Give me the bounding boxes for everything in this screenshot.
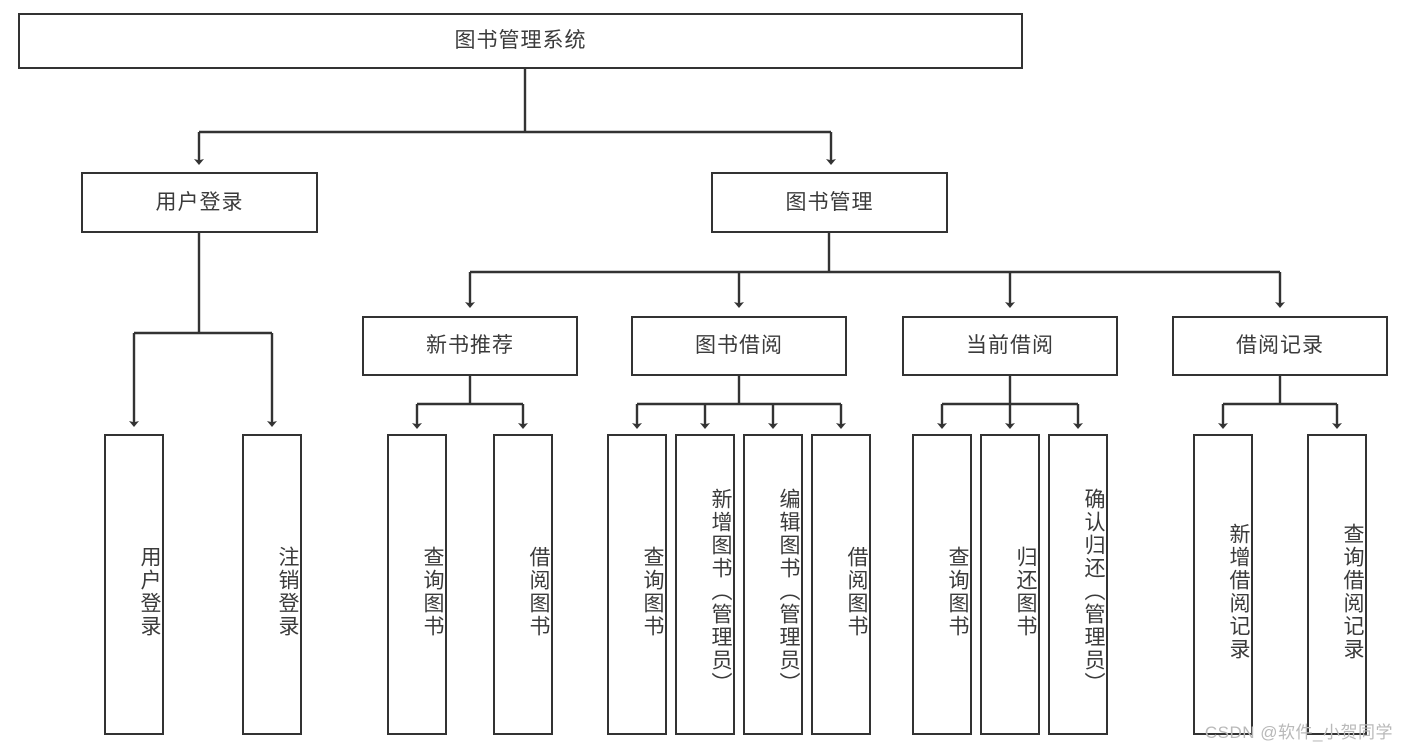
node-leaf-edit-book-admin[interactable]: 编辑图书（管理员） [743, 434, 803, 735]
node-leaf-query-book-current[interactable]: 查询图书 [912, 434, 972, 735]
node-label: 查询图书 [641, 545, 664, 638]
node-user-login[interactable]: 用户登录 [81, 172, 318, 233]
node-leaf-borrow-book[interactable]: 借阅图书 [811, 434, 871, 735]
node-label: 用户登录 [155, 190, 244, 214]
node-label: 借阅记录 [1236, 334, 1324, 358]
node-leaf-query-book-recommend[interactable]: 查询图书 [387, 434, 447, 735]
node-current-borrow[interactable]: 当前借阅 [902, 316, 1118, 376]
node-label: 当前借阅 [966, 334, 1054, 358]
node-root-book-management-system[interactable]: 图书管理系统 [18, 13, 1023, 69]
node-label: 借阅图书 [527, 545, 550, 638]
node-leaf-query-borrow-record[interactable]: 查询借阅记录 [1307, 434, 1367, 735]
node-label: 查询图书 [421, 545, 444, 638]
node-label: 查询图书 [946, 545, 969, 638]
node-label: 编辑图书（管理员） [777, 488, 800, 695]
node-leaf-user-login[interactable]: 用户登录 [104, 434, 164, 735]
node-leaf-add-borrow-record[interactable]: 新增借阅记录 [1193, 434, 1253, 735]
node-new-book-recommend[interactable]: 新书推荐 [362, 316, 578, 376]
node-leaf-confirm-return-admin[interactable]: 确认归还（管理员） [1048, 434, 1108, 735]
node-label: 新增借阅记录 [1227, 522, 1250, 661]
node-leaf-return-book[interactable]: 归还图书 [980, 434, 1040, 735]
node-label: 借阅图书 [845, 545, 868, 638]
node-label: 确认归还（管理员） [1082, 488, 1105, 695]
node-label: 图书管理系统 [454, 29, 587, 53]
node-borrow-record[interactable]: 借阅记录 [1172, 316, 1388, 376]
node-leaf-borrow-book-recommend[interactable]: 借阅图书 [493, 434, 553, 735]
node-label: 图书管理 [785, 190, 874, 214]
node-label: 归还图书 [1014, 545, 1037, 638]
node-label: 查询借阅记录 [1341, 522, 1364, 661]
node-label: 注销登录 [276, 545, 299, 638]
node-leaf-logout[interactable]: 注销登录 [242, 434, 302, 735]
node-leaf-query-book-borrow[interactable]: 查询图书 [607, 434, 667, 735]
node-label: 新增图书（管理员） [709, 488, 732, 695]
node-leaf-add-book-admin[interactable]: 新增图书（管理员） [675, 434, 735, 735]
node-label: 用户登录 [138, 545, 161, 638]
node-label: 新书推荐 [426, 334, 514, 358]
node-book-borrow[interactable]: 图书借阅 [631, 316, 847, 376]
node-label: 图书借阅 [695, 334, 783, 358]
csdn-watermark: CSDN @软件_小贺同学 [1204, 723, 1393, 742]
node-book-management[interactable]: 图书管理 [711, 172, 948, 233]
